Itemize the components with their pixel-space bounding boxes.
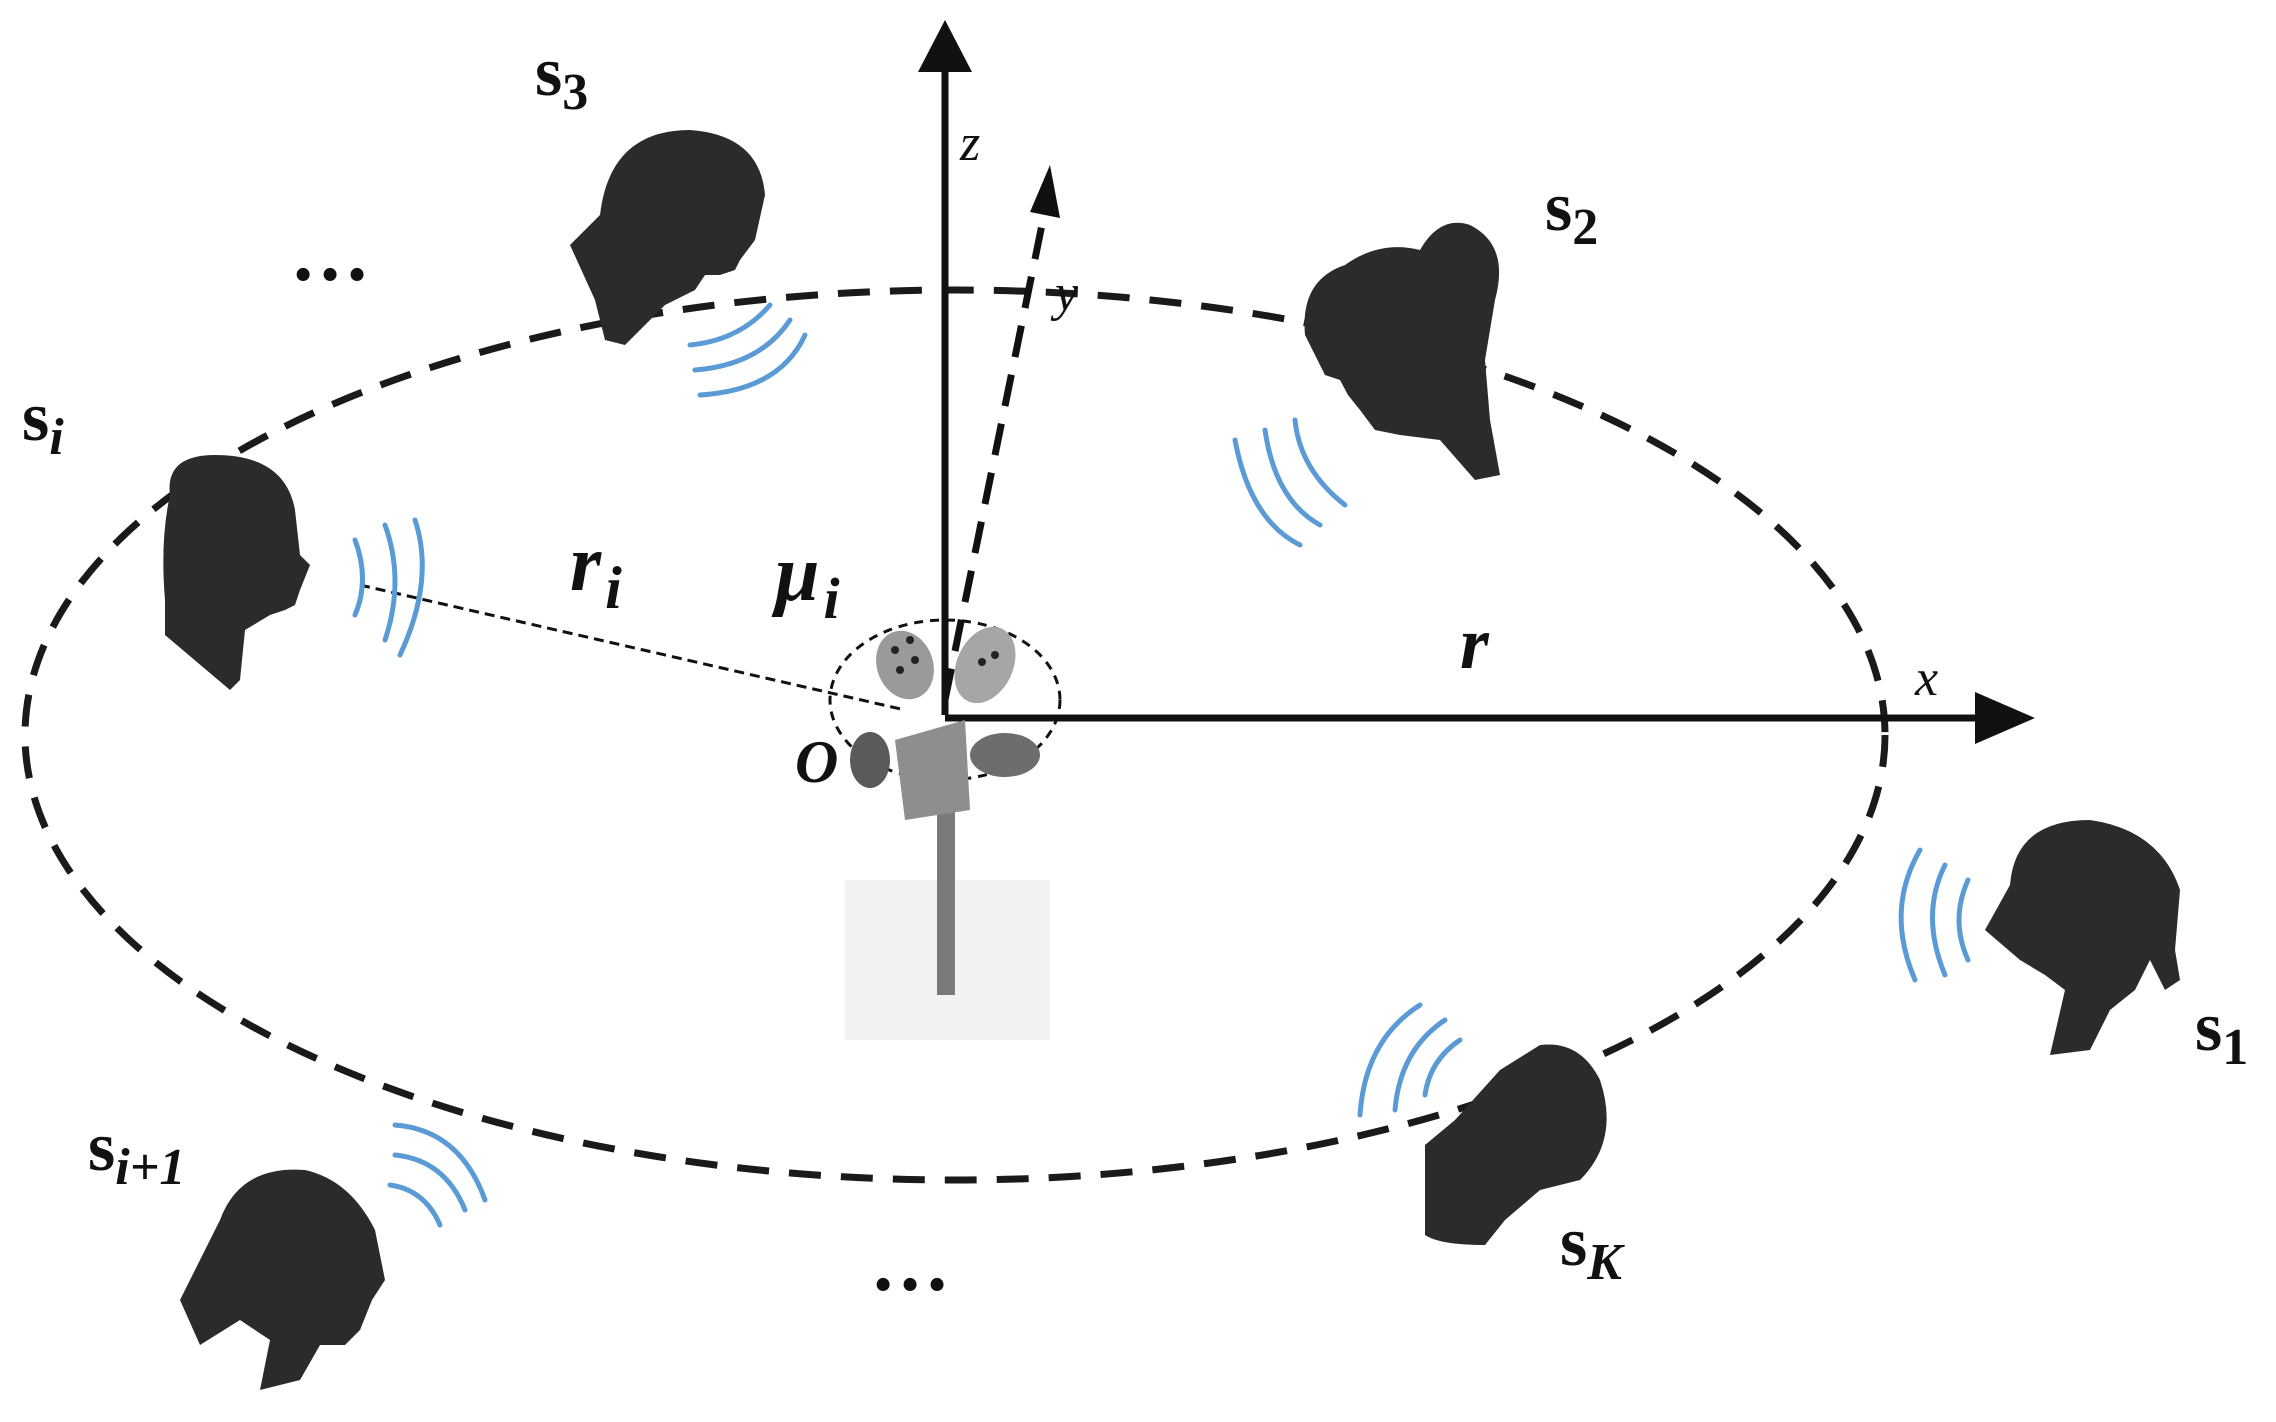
sound-waves-s2 [1232,417,1348,548]
microphone-array [845,626,1050,1040]
angle-label: μi [771,530,840,631]
speaker-s1-head [1985,820,2180,1055]
speaker-label-si1: si+1 [88,1109,185,1196]
y-axis [941,209,1049,701]
origin-label: O [795,729,838,795]
speaker-sk-head [1425,1044,1607,1245]
x-axis-label: x [1914,650,1938,707]
radius-i-label: ri [570,520,622,621]
y-axis-label: y [1050,265,1079,322]
mic-angle-ellipse [828,618,1062,782]
speaker-label-sk: sK [1560,1204,1625,1291]
speaker-si1-head [180,1169,385,1390]
sound-waves-s1 [1898,847,1971,983]
speaker-s3-head [570,130,765,345]
sound-waves-si [352,517,425,658]
sound-waves-s3 [687,302,808,398]
sound-waves-si1 [387,1122,488,1228]
speaker-label-s3: s3 [535,34,588,121]
speaker-label-si: si [22,379,64,466]
speaker-label-s2: s2 [1545,169,1598,256]
speaker-s2-head [1304,222,1500,480]
ellipsis-top: … [290,210,370,298]
z-axis-arrow [918,20,972,72]
radius-i-line [359,583,906,712]
ellipsis-bottom: … [870,1220,950,1308]
z-axis-label: z [959,115,980,172]
source-circle [21,286,1889,1184]
y-axis-arrow [1030,165,1060,218]
speaker-si-head [163,455,310,690]
radius-label: r [1460,603,1490,685]
speaker-label-s1: s1 [2195,989,2248,1076]
sound-waves-sk [1357,1002,1463,1118]
x-axis-arrow [1975,692,2035,744]
